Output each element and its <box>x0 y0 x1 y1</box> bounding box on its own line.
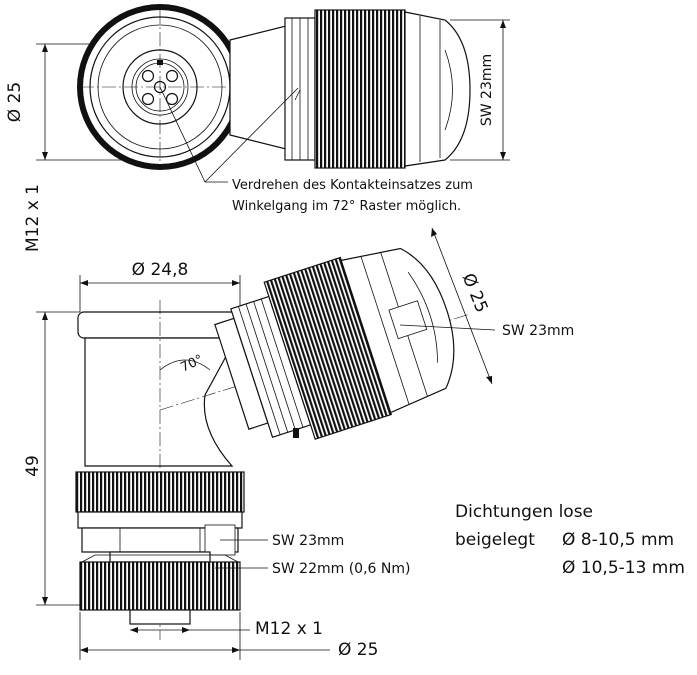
top-body <box>229 9 471 169</box>
coupling-nut <box>75 471 245 625</box>
angled-cable-outlet <box>214 247 455 440</box>
rotation-note-line2: Winkelgang im 72° Raster möglich. <box>232 199 461 214</box>
seals-line2-prefix: beigelegt <box>455 530 535 550</box>
angled-housing: 70° <box>77 300 471 640</box>
nut-wrench-label: SW 23mm <box>272 533 344 549</box>
round-knurled-nut <box>77 4 250 170</box>
rotation-note-line1: Verdrehen des Kontakteinsatzes zum <box>232 178 473 193</box>
seals-note: Dichtungen lose beigelegt Ø 8-10,5 mm Ø … <box>455 502 685 578</box>
angled-wrench-label: SW 23mm <box>502 323 574 339</box>
height-dim-label: 49 <box>23 455 43 477</box>
seal-option-1: Ø 8-10,5 mm <box>562 530 674 550</box>
top-thread-label: M12 x 1 <box>23 184 43 252</box>
seals-line1: Dichtungen lose <box>455 502 593 522</box>
seal-option-2: Ø 10,5-13 mm <box>562 558 685 578</box>
width-dim-label: Ø 24,8 <box>132 260 189 280</box>
top-view: Ø 25 M12 x 1 <box>5 4 510 252</box>
bottom-thread-label: M12 x 1 <box>255 619 323 639</box>
bottom-diameter-label: Ø 25 <box>338 640 378 660</box>
nut-torque-label: SW 22mm (0,6 Nm) <box>272 561 410 577</box>
side-view: Ø 24,8 49 70° <box>23 227 574 660</box>
top-diameter-label: Ø 25 <box>5 82 25 122</box>
top-wrench-label: SW 23mm <box>479 54 495 126</box>
